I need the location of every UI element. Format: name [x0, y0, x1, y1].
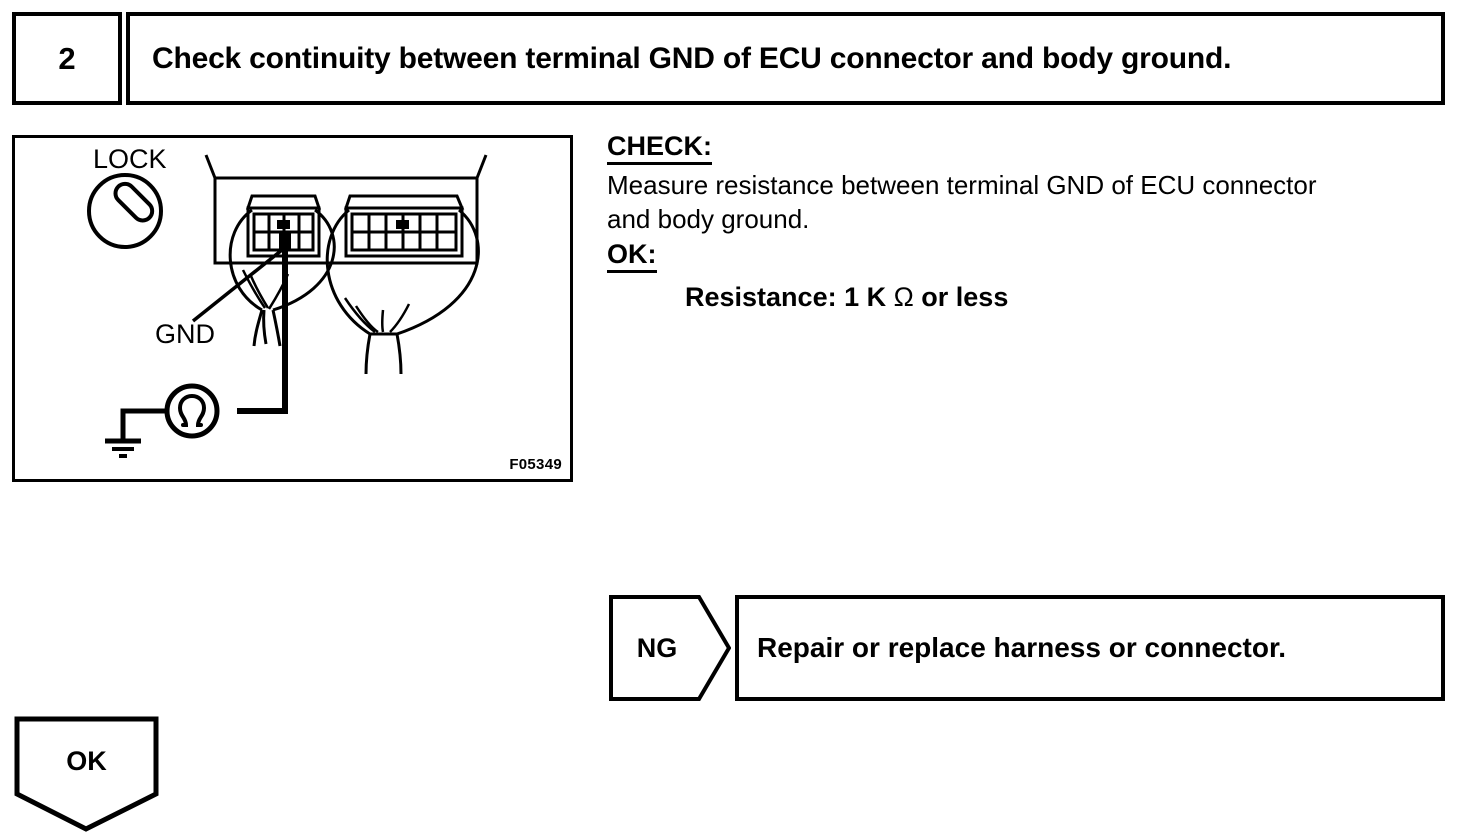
check-description-line-1: Measure resistance between terminal GND … — [607, 170, 1317, 201]
right-wire-bundle — [325, 208, 480, 375]
spec-suffix: or less — [913, 282, 1009, 312]
ground-lead-wire — [120, 408, 167, 440]
gnd-label: GND — [155, 319, 215, 349]
ok-arrow-shape — [14, 716, 159, 832]
lock-symbol-icon — [87, 173, 163, 249]
ng-branch: NG Repair or replace harness or connecto… — [609, 595, 1445, 701]
ng-action-box: Repair or replace harness or connector. — [735, 595, 1445, 701]
step-title: Check continuity between terminal GND of… — [152, 41, 1232, 75]
ohmmeter-symbol — [164, 383, 220, 439]
check-description: Measure resistance between terminal GND … — [607, 169, 1457, 236]
ng-arrow-shape — [609, 595, 731, 701]
right-bundle-strands — [343, 297, 411, 334]
chassis-ground-icon — [105, 438, 141, 458]
step-header: 2 Check continuity between terminal GND … — [12, 12, 1445, 105]
figure-frame: LOCK GND F05349 — [12, 135, 573, 482]
test-lead-wire — [237, 244, 288, 414]
ng-action-label: Repair or replace harness or connector. — [757, 632, 1287, 663]
wiring-diagram-illustration: LOCK GND — [87, 144, 488, 458]
check-label-row: CHECK: — [607, 131, 1457, 166]
ok-specification: Resistance: 1 K Ω or less — [607, 282, 1457, 313]
step-number-box: 2 — [12, 12, 122, 105]
left-wire-bundle — [228, 208, 336, 347]
figure-code: F05349 — [509, 456, 562, 473]
ng-tag: NG — [609, 595, 731, 701]
ng-tag-label: NG — [636, 632, 678, 663]
step-number: 2 — [58, 41, 76, 76]
ok-label-row: OK: — [607, 239, 1457, 273]
lock-label: LOCK — [93, 144, 167, 174]
check-description-line-2: and body ground. — [607, 203, 810, 234]
check-label: CHECK: — [607, 131, 712, 166]
ok-tag-label: OK — [66, 745, 107, 776]
gnd-leader-line — [191, 244, 289, 323]
ok-label: OK: — [607, 239, 657, 273]
spec-prefix: Resistance: 1 K — [685, 282, 894, 312]
step-title-box: Check continuity between terminal GND of… — [126, 12, 1445, 105]
ok-branch: OK — [14, 716, 159, 832]
right-connector — [343, 194, 465, 258]
omega-symbol: Ω — [893, 282, 914, 312]
check-instructions-block: CHECK: Measure resistance between termin… — [607, 131, 1457, 313]
